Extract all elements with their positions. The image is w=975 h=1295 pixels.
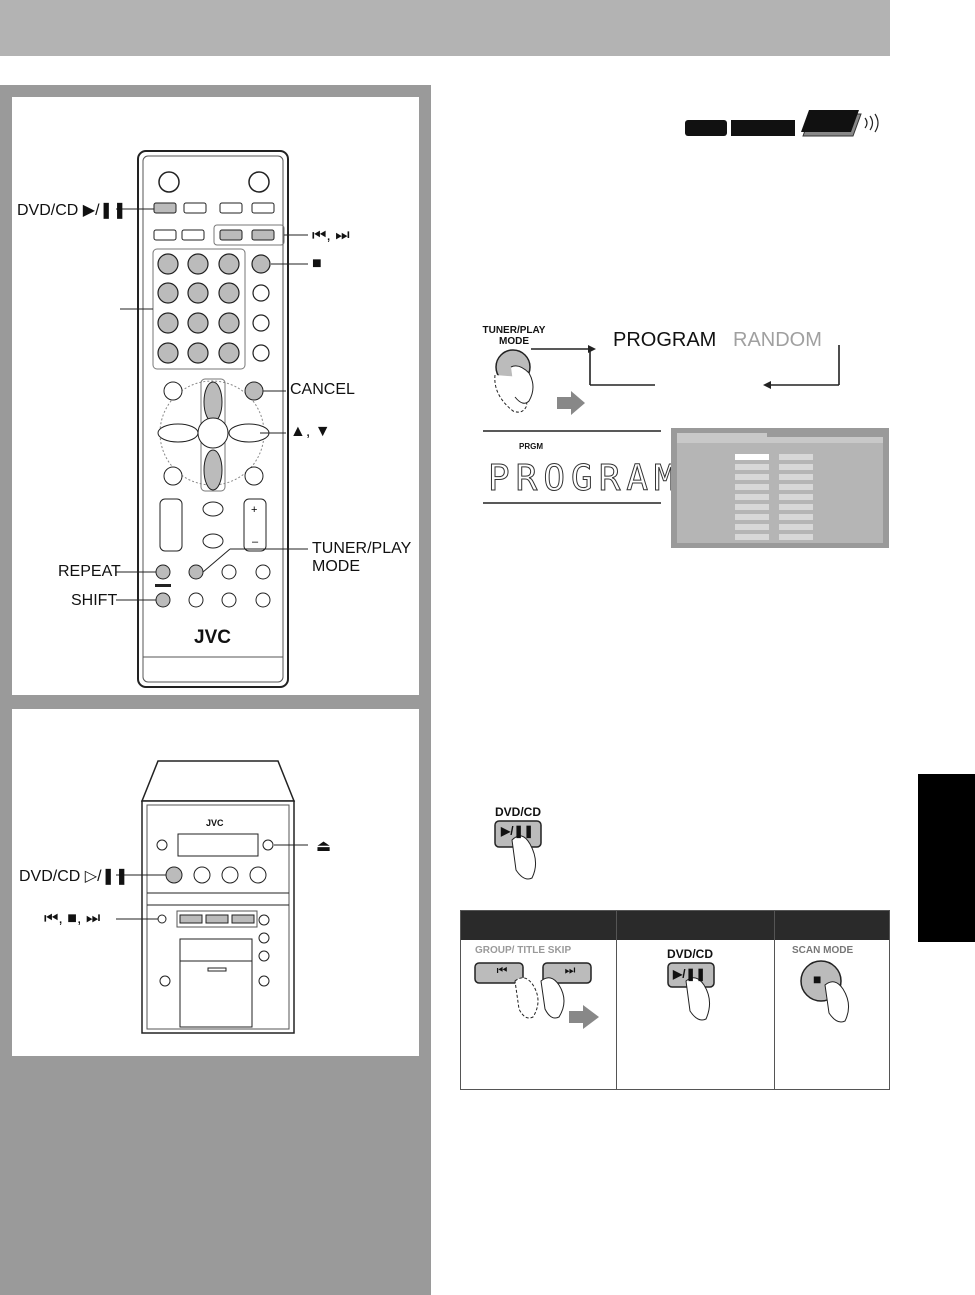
front-display [483, 430, 661, 504]
skip-next-icon: ⏭ [564, 963, 576, 977]
remote-panel: + – DVD/CD ▶/❚❚ ⏮, ⏭ ■ CANCEL ▲, ▼ TUNER… [12, 97, 419, 695]
svg-text:–: – [252, 536, 259, 548]
mode-caption-line1: TUNER/PLAY [482, 325, 546, 336]
caption-scan-mode: SCAN MODE [792, 945, 854, 956]
label-tuner-play: TUNER/PLAY [312, 540, 412, 557]
caption-group-title-skip: GROUP/ TITLE SKIP [475, 945, 572, 956]
scan-stop-icon: ■ [813, 971, 822, 987]
mode-step-program: PROGRAM [613, 329, 717, 351]
label-unit-play: DVD/CD ▷/❚❚ [19, 868, 129, 885]
unit-panel: JVC ⏏ DVD/CD ▷/❚❚ ⏮, ■, ⏭ [12, 709, 419, 1056]
mode-flow-diagram [494, 345, 840, 415]
caption-dvd-cd: DVD/CD [667, 947, 714, 961]
label-unit-skip-stop: ⏮, ■, ⏭ [44, 910, 101, 927]
mode-step-random: RANDOM [733, 329, 822, 351]
remote-brand-logo: JVC [194, 627, 231, 648]
unit-brand-logo: JVC [206, 818, 224, 828]
mode-caption-line2: MODE [499, 336, 529, 347]
dvd-cd-button-illustration [667, 962, 715, 1021]
remote-illustration: + – [116, 150, 308, 688]
unit-illustration [116, 760, 308, 1034]
operation-table: GROUP/ TITLE SKIP ⏮ ⏭ DVD/CD ▶/❚❚ SCAN M… [460, 910, 890, 1090]
display-program-text: PROGRAM [488, 458, 682, 500]
skip-prev-icon: ⏮ [496, 963, 508, 977]
play-button-caption: DVD/CD [495, 805, 542, 819]
play-button-illustration [494, 820, 542, 880]
svg-text:+: + [251, 504, 257, 516]
display-prgm-indicator: PRGM [519, 442, 543, 451]
label-dvd-cd-play: DVD/CD ▶/❚❚ [17, 202, 127, 219]
label-skip: ⏮, ⏭ [312, 227, 350, 244]
label-mode: MODE [312, 558, 360, 575]
label-shift: SHIFT [71, 592, 118, 609]
label-repeat: REPEAT [58, 563, 121, 580]
table-header-row [461, 911, 889, 940]
disc-badges [685, 110, 879, 137]
label-eject: ⏏ [316, 838, 332, 855]
section-side-tab [918, 774, 975, 942]
scan-mode-button-illustration [800, 960, 849, 1023]
play-button-symbol: ▶/❚❚ [501, 824, 534, 838]
dvd-cd-play-pause-icon: ▶/❚❚ [673, 967, 706, 981]
label-stop: ■ [312, 255, 322, 272]
skip-buttons-illustration [474, 962, 599, 1029]
label-cancel: CANCEL [290, 381, 355, 398]
program-screen [671, 428, 889, 548]
mode-button-caption: TUNER/PLAY MODE [478, 325, 550, 347]
header-bar [0, 0, 890, 56]
label-up-down: ▲, ▼ [290, 423, 331, 440]
